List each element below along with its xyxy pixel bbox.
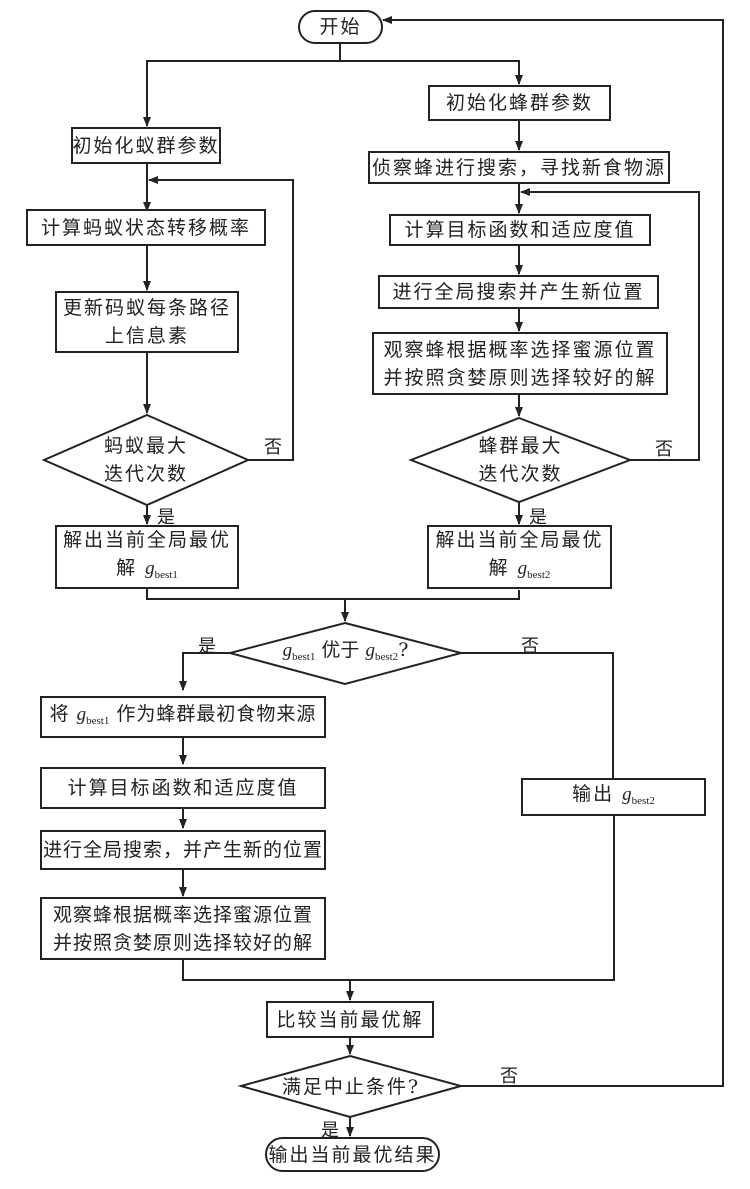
end-label: 输出当前最优结果	[268, 1143, 437, 1166]
ant-update-line2: 上信息素	[104, 325, 189, 347]
gbest1-sub: best1	[154, 568, 178, 581]
stop-no-label: 否	[500, 1066, 518, 1087]
ant-decision-line2: 迭代次数	[103, 463, 188, 485]
ant-init-label: 初始化蚁群参数	[72, 134, 220, 157]
bee-fitness-label: 计算目标函数和适应度值	[404, 219, 636, 241]
bee-no-label: 否	[655, 439, 673, 460]
hybrid-onlooker-box: 观察蜂根据概率选择蜜源位置 并按照贪婪原则选择较好的解	[40, 897, 326, 960]
start-terminal: 开始	[298, 10, 383, 44]
ant-init-box: 初始化蚁群参数	[71, 127, 221, 164]
output-sub: best2	[631, 794, 655, 807]
seed-prefix: 将	[49, 702, 70, 725]
output-gbest2: gbest2	[622, 783, 655, 807]
edge-compare-yes	[179, 652, 230, 691]
hybrid-fitness-box: 计算目标函数和适应度值	[40, 767, 326, 809]
compare-gbest2: gbest2	[365, 640, 399, 663]
bee-result-prefix: 解	[488, 556, 510, 579]
ant-transition-box: 计算蚂蚁状态转移概率	[26, 209, 266, 246]
seed-suffix: 作为蜂群最初食物来源	[116, 702, 317, 725]
output-gbest2-line: 输出 gbest2	[572, 780, 655, 815]
ant-decision-line1: 蚂蚁最大	[103, 435, 188, 457]
bee-init-box: 初始化蜂群参数	[428, 85, 611, 121]
hybrid-global-search-box: 进行全局搜索，并产生新的位置	[40, 830, 326, 870]
edge-bee-loop-no	[520, 188, 700, 461]
compare-sub2: best2	[374, 651, 399, 663]
compare-middle: 优于	[321, 639, 360, 661]
bee-onlooker-box: 观察蜂根据概率选择蜜源位置 并按照贪婪原则选择较好的解	[372, 332, 668, 395]
bee-result-box: 解出当前全局最优 解 gbest2	[427, 525, 612, 589]
compare-decision-text: gbest1 优于 gbest2?	[230, 623, 461, 684]
compare-suffix: ?	[398, 639, 409, 661]
bee-decision-text: 蜂群最大 迭代次数	[411, 418, 630, 502]
edge-stop-no-loop	[382, 16, 724, 1087]
seed-box: 将 gbest1 作为蜂群最初食物来源	[40, 696, 326, 738]
bee-global-search-box: 进行全局搜索并产生新位置	[378, 275, 659, 309]
decision-compare	[226, 621, 465, 686]
ant-result-line2: 解 gbest1	[116, 554, 178, 589]
compare-sub1: best1	[292, 651, 316, 663]
compare-gbest1: gbest1	[282, 640, 316, 663]
bee-scout-box: 侦察蜂进行搜索，寻找新食物源	[368, 151, 670, 184]
hybrid-onlooker-line1: 观察蜂根据概率选择蜜源位置	[52, 903, 313, 926]
compare-no-label: 否	[521, 636, 539, 657]
hybrid-fitness-label: 计算目标函数和适应度值	[67, 777, 299, 799]
ant-yes-label: 是	[157, 507, 175, 528]
gbest1-var: g	[145, 557, 155, 579]
compare-current-label: 比较当前最优解	[276, 1008, 424, 1031]
ant-update-line1: 更新码蚁每条路径	[62, 297, 231, 319]
seed-line: 将 gbest1 作为蜂群最初食物来源	[50, 700, 317, 735]
ant-result-prefix: 解	[116, 556, 138, 579]
output-var: g	[622, 783, 632, 805]
compare-var1: g	[282, 640, 293, 661]
bee-decision-line1: 蜂群最大	[478, 435, 563, 457]
stop-yes-label: 是	[321, 1120, 339, 1141]
stop-decision-label: 满足中止条件?	[281, 1075, 421, 1098]
compare-yes-label: 是	[198, 636, 216, 657]
seed-sub: best1	[86, 714, 110, 727]
output-prefix: 输出	[572, 782, 615, 805]
bee-init-label: 初始化蜂群参数	[445, 92, 593, 114]
bee-fitness-box: 计算目标函数和适应度值	[389, 214, 651, 246]
compare-var2: g	[365, 640, 375, 661]
ant-decision-text: 蚂蚁最大 迭代次数	[44, 415, 248, 505]
ant-result-line1: 解出当前全局最优	[62, 528, 231, 551]
edge-ant-result-merge	[146, 588, 520, 600]
gbest2-sub: best2	[527, 568, 551, 581]
hybrid-global-search-label: 进行全局搜索，并产生新的位置	[42, 839, 323, 861]
output-gbest2-box: 输出 gbest2	[521, 778, 706, 816]
ant-result-box: 解出当前全局最优 解 gbest1	[55, 525, 239, 589]
bee-result-line2: 解 gbest2	[489, 554, 551, 589]
edge-onlooker-merge	[182, 815, 615, 981]
ant-transition-label: 计算蚂蚁状态转移概率	[40, 216, 251, 239]
seed-var: g	[76, 703, 87, 725]
hybrid-onlooker-line2: 并按照贪婪原则选择较好的解	[52, 931, 313, 954]
bee-global-search-label: 进行全局搜索并产生新位置	[392, 281, 645, 303]
end-terminal: 输出当前最优结果	[265, 1137, 440, 1172]
ant-update-box: 更新码蚁每条路径 上信息素	[55, 291, 239, 353]
ant-no-label: 否	[264, 437, 282, 458]
bee-result-line1: 解出当前全局最优	[435, 528, 604, 551]
edge-compare-no	[461, 652, 614, 778]
start-label: 开始	[319, 16, 362, 38]
edge-ant-loop-no	[148, 176, 294, 461]
bee-yes-label: 是	[529, 507, 547, 528]
edge-start-to-bee	[340, 60, 523, 85]
gbest2-symbol: gbest2	[517, 557, 551, 581]
bee-onlooker-line1: 观察蜂根据概率选择蜜源位置	[383, 338, 657, 361]
compare-current-box: 比较当前最优解	[266, 1001, 434, 1038]
bee-decision-line2: 迭代次数	[478, 463, 563, 485]
bee-scout-label: 侦察蜂进行搜索，寻找新食物源	[371, 156, 666, 179]
compare-decision-line: gbest1 优于 gbest2?	[283, 636, 409, 671]
bee-onlooker-line2: 并按照贪婪原则选择较好的解	[383, 366, 657, 389]
stop-decision-text: 满足中止条件?	[241, 1056, 461, 1117]
edge-start-split	[143, 43, 341, 127]
seed-gbest1: gbest1	[76, 703, 110, 727]
gbest2-var: g	[517, 557, 528, 579]
gbest1-symbol: gbest1	[145, 557, 178, 581]
